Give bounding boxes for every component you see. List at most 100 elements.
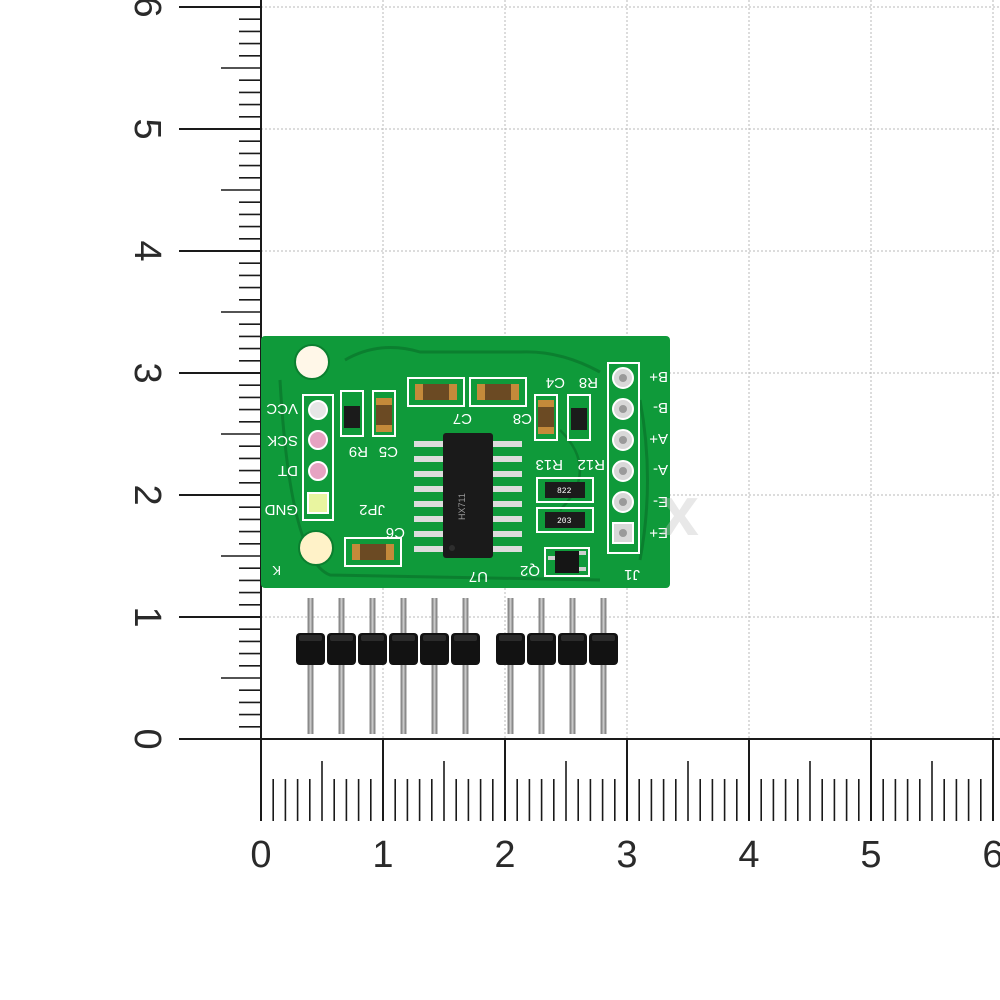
r822-outline [536, 477, 594, 503]
pin1-dimple [449, 545, 455, 551]
c4-cap-body [538, 407, 554, 427]
header-pin-highlight [464, 598, 467, 734]
watermark: x [660, 472, 699, 550]
corner-mark: K [272, 563, 281, 578]
x-axis-number: 4 [738, 834, 759, 876]
refdes-r12: R12 [577, 456, 605, 473]
pin-label-e-plus: E+ [649, 524, 668, 541]
chip-lead [414, 516, 444, 522]
refdes-j1: J1 [624, 566, 640, 583]
header-pin-highlight [309, 598, 312, 734]
j1-pin-labels: B+ B- A+ A- E- E+ [649, 368, 668, 541]
jp2-outline [302, 394, 334, 521]
header-plastic-shine [454, 635, 477, 641]
chip-lead [492, 501, 522, 507]
c6-cap-body [360, 544, 386, 560]
hx711-module-board: VCC SCK DT GND JP2 K 122 R9 C5 C6 C7 C8 [261, 336, 670, 588]
q2-lead [548, 556, 555, 560]
y-axis-number: 0 [126, 728, 168, 749]
mounting-hole [298, 530, 334, 566]
q2-transistor [555, 551, 579, 573]
header-pin-highlight [433, 598, 436, 734]
jp2-pin-labels: VCC SCK DT GND [265, 400, 299, 518]
jp2-pad-sck [308, 430, 328, 450]
chip-lead [492, 486, 522, 492]
q2-outline [544, 547, 590, 577]
r9-resistor [344, 406, 360, 428]
pin-label-vcc: VCC [266, 400, 298, 417]
vertical-ruler [179, 0, 262, 740]
x-axis-number: 6 [982, 834, 1000, 876]
j1-pads [612, 367, 634, 544]
header-pin-highlight [571, 598, 574, 734]
refdes-u7: U7 [469, 568, 488, 585]
pcb-trace [278, 379, 601, 582]
pcb-trace [638, 399, 649, 561]
r822-code: 822 [557, 487, 572, 496]
chip-marking: HX711 [457, 493, 467, 520]
y-axis-number: 5 [126, 118, 168, 139]
header-pin-highlight [540, 598, 543, 734]
j1-outline [607, 362, 640, 554]
header-plastic-shine [392, 635, 415, 641]
header-pin-highlight [371, 598, 374, 734]
j1-pad-hole [619, 374, 627, 382]
r9-outline [340, 390, 364, 437]
chip-lead [492, 516, 522, 522]
horizontal-ruler [260, 738, 1000, 821]
header-pin-highlight [340, 598, 343, 734]
pin-label-dt: DT [278, 462, 298, 479]
r203-resistor [545, 512, 585, 528]
jp2-pad-dt [308, 461, 328, 481]
refdes-r13: R13 [535, 456, 563, 473]
pin-headers [296, 598, 618, 734]
c8-outline [469, 377, 527, 407]
r822-resistor [545, 482, 585, 498]
pin-label-sck: SCK [267, 432, 298, 449]
pin-label-b-plus: B+ [649, 368, 668, 385]
c7-outline [407, 377, 465, 407]
chip-lead [414, 531, 444, 537]
r203-outline [536, 507, 594, 533]
header-pin-highlight [602, 598, 605, 734]
header-plastic-shine [499, 635, 522, 641]
j1-pad-hole [619, 436, 627, 444]
y-axis-number: 3 [126, 362, 168, 383]
j1-pad-hole [619, 405, 627, 413]
r8-outline [567, 394, 591, 441]
chip-lead [492, 546, 522, 552]
chip-lead [414, 471, 444, 477]
r8-resistor [571, 408, 587, 430]
hx711-chip: HX711 [414, 433, 522, 558]
header-plastic-shine [361, 635, 384, 641]
x-axis-number: 0 [250, 834, 271, 876]
j1-pad-hole [619, 498, 627, 506]
refdes-c4: C4 [546, 374, 565, 391]
header-plastic-shine [592, 635, 615, 641]
header-pin-highlight [402, 598, 405, 734]
j1-pad-hole [619, 529, 627, 537]
hx711-package [443, 433, 493, 558]
jp2-pad-gnd [307, 492, 329, 514]
chip-lead [414, 456, 444, 462]
header-plastic-shine [299, 635, 322, 641]
j1-pad-hole [619, 467, 627, 475]
y-axis-number: 4 [126, 240, 168, 261]
c7-cap-body [423, 384, 449, 400]
chip-lead [492, 441, 522, 447]
header-plastic-shine [561, 635, 584, 641]
refdes-c7: C7 [453, 410, 472, 427]
y-axis-number: 1 [126, 606, 168, 627]
chip-lead [492, 456, 522, 462]
mounting-hole [294, 344, 330, 380]
y-axis-number: 2 [126, 484, 168, 505]
header-plastic-shine [530, 635, 553, 641]
pin-label-e-minus: E- [653, 493, 668, 510]
q2-lead [579, 551, 586, 555]
q2-lead [579, 567, 586, 571]
c6-outline [344, 537, 402, 567]
pin-label-gnd: GND [265, 501, 299, 518]
